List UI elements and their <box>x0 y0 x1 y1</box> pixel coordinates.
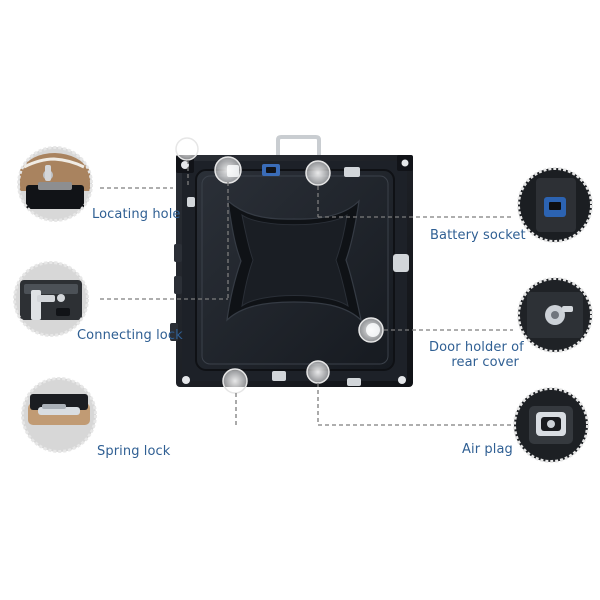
leader-lines <box>100 160 513 426</box>
led-cabinet <box>170 135 413 387</box>
connecting-lock-label: Connecting lock <box>77 328 183 343</box>
door-holder-label-line-2: rear cover <box>451 354 519 370</box>
door-holder-label: Door holder of rear cover <box>429 340 524 371</box>
battery-socket-thumbnail <box>516 166 594 244</box>
feature-markers <box>175 137 384 394</box>
connecting-lock-icon <box>13 261 89 337</box>
connecting-lock-thumbnail <box>12 260 90 338</box>
spring-lock-icon <box>21 377 97 453</box>
battery-socket-label: Battery socket <box>430 228 526 243</box>
door-holder-icon <box>517 277 593 353</box>
door-holder-thumbnail <box>516 276 594 354</box>
battery-socket-icon <box>517 167 593 243</box>
spring-lock-label: Spring lock <box>97 444 171 459</box>
air-plag-thumbnail <box>512 386 590 464</box>
locating-hole-icon <box>17 146 93 222</box>
spring-lock-thumbnail <box>20 376 98 454</box>
locating-hole-thumbnail <box>16 145 94 223</box>
air-plag-label: Air plag <box>462 442 513 457</box>
air-plag-icon <box>513 387 589 463</box>
locating-hole-label: Locating hole <box>92 207 181 222</box>
door-holder-label-line-1: Door holder of <box>429 340 524 355</box>
